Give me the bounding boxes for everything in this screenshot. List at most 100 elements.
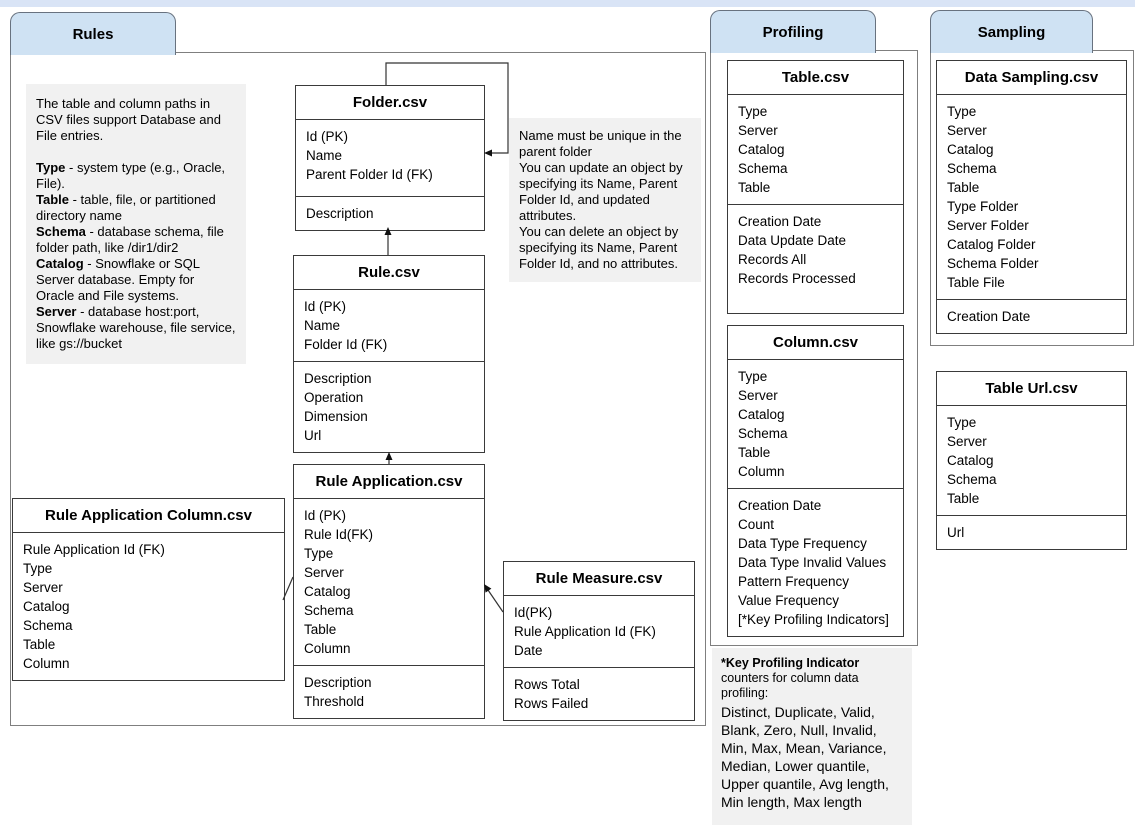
note-definition: Type - system type (e.g., Oracle, File).	[36, 160, 226, 191]
field-label: Id(PK)	[514, 605, 553, 620]
field-label: Type	[738, 369, 768, 384]
kpi-note-title: *Key Profiling Indicator	[721, 656, 860, 670]
field-label: Table File	[947, 275, 1005, 290]
entity-rule-application-column-title: Rule Application Column.csv	[13, 499, 284, 533]
field-label: Table	[947, 180, 980, 195]
entity-data-sampling-title: Data Sampling.csv	[937, 61, 1126, 95]
entity-rule-measure-keys: Id(PK)Rule Application Id (FK)Date	[504, 596, 694, 667]
entity-folder-title: Folder.csv	[296, 86, 484, 120]
field-label: Catalog	[738, 407, 785, 422]
kpi-note-heading: *Key Profiling Indicator counters for co…	[721, 656, 903, 701]
field-label: Records Processed	[738, 271, 856, 286]
field-label: Creation Date	[738, 214, 822, 229]
field-label: Description	[306, 206, 374, 221]
rules-info-note: The table and column paths in CSV files …	[26, 84, 246, 364]
field-label: Description	[304, 371, 372, 386]
tab-sampling-label: Sampling	[977, 23, 1046, 41]
field-label: Schema	[738, 426, 788, 441]
field-label: Data Update Date	[738, 233, 847, 248]
field-label: Id (PK)	[304, 508, 347, 523]
field-label: Schema	[738, 161, 788, 176]
field-label: Description	[304, 675, 372, 690]
field-label: Name	[304, 318, 341, 333]
entity-table-url-title: Table Url.csv	[937, 372, 1126, 406]
field-label: Rule Application Id (FK)	[514, 624, 656, 639]
field-label: Type Folder	[947, 199, 1019, 214]
field-label: Type	[947, 415, 977, 430]
field-label: Type	[23, 561, 53, 576]
field-label: Url	[304, 428, 322, 443]
field-label: Type	[304, 546, 334, 561]
field-label: Type	[738, 104, 768, 119]
kpi-note-subtitle: counters for column data profiling:	[721, 671, 859, 700]
field-label: Column	[738, 464, 785, 479]
field-label: Dimension	[304, 409, 368, 424]
top-accent-strip	[0, 0, 1135, 7]
rules-info-note-intro: The table and column paths in CSV files …	[36, 96, 221, 143]
field-label: Table	[738, 445, 771, 460]
field-label: Parent Folder Id (FK)	[306, 167, 433, 182]
entity-rule-measure-csv: Rule Measure.csv Id(PK)Rule Application …	[503, 561, 695, 721]
field-label: Id (PK)	[304, 299, 347, 314]
field-label: Server	[947, 434, 987, 449]
entity-data-sampling-attrs: Creation Date	[937, 299, 1126, 333]
tab-profiling-label: Profiling	[762, 23, 824, 41]
field-label: Id (PK)	[306, 129, 349, 144]
entity-rule-application-title: Rule Application.csv	[294, 465, 484, 499]
field-label: Schema	[304, 603, 354, 618]
note-definition: Catalog - Snowflake or SQL Server databa…	[36, 256, 200, 303]
folder-behavior-note: Name must be unique in the parent folder…	[509, 118, 701, 282]
field-label: Rule Id(FK)	[304, 527, 374, 542]
field-label: Rule Application Id (FK)	[23, 542, 165, 557]
field-label: Catalog Folder	[947, 237, 1036, 252]
key-profiling-indicator-note: *Key Profiling Indicator counters for co…	[712, 648, 912, 825]
entity-rule-application-column-csv: Rule Application Column.csv Rule Applica…	[12, 498, 285, 681]
field-label: Rows Total	[514, 677, 580, 692]
field-label: Column	[23, 656, 70, 671]
field-label: Creation Date	[947, 309, 1031, 324]
tab-profiling: Profiling	[710, 10, 876, 53]
field-label: Server	[23, 580, 63, 595]
field-label: Server	[947, 123, 987, 138]
field-label: Type	[947, 104, 977, 119]
field-label: Schema	[947, 472, 997, 487]
field-label: Count	[738, 517, 775, 532]
field-label: Table	[304, 622, 337, 637]
field-label: Server	[738, 123, 778, 138]
entity-rule-application-csv: Rule Application.csv Id (PK) Rule Id(FK) T…	[293, 464, 485, 719]
field-label: Records All	[738, 252, 807, 267]
note-definition: Server - database host:port, Snowflake w…	[36, 304, 236, 351]
field-label: Table	[23, 637, 56, 652]
entity-rule-title: Rule.csv	[294, 256, 484, 290]
entity-table-title: Table.csv	[728, 61, 903, 95]
kpi-note-body: Distinct, Duplicate, Valid, Blank, Zero,…	[721, 704, 889, 810]
field-label: [*Key Profiling Indicators]	[738, 612, 889, 627]
field-label: Name	[306, 148, 343, 163]
field-label: Threshold	[304, 694, 365, 709]
entity-folder-attrs: Description	[296, 196, 484, 230]
field-label: Url	[947, 525, 965, 540]
field-label: Table	[738, 180, 771, 195]
field-label: Catalog	[23, 599, 70, 614]
field-label: Folder Id (FK)	[304, 337, 388, 352]
field-label: Column	[304, 641, 351, 656]
field-label: Table	[947, 491, 980, 506]
field-label: Server	[738, 388, 778, 403]
note-definition: Schema - database schema, file folder pa…	[36, 224, 224, 255]
field-label: Pattern Frequency	[738, 574, 850, 589]
